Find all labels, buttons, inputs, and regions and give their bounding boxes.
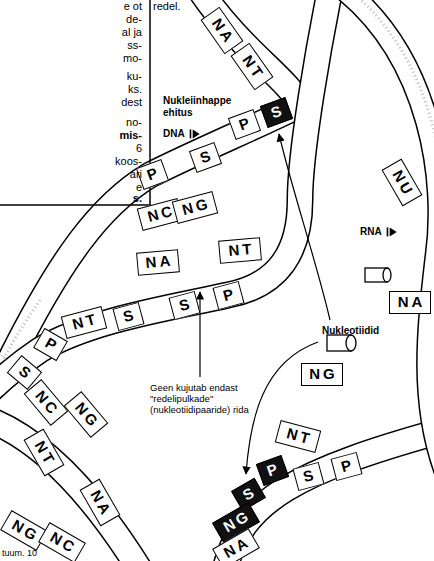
body-text-fragment: ku- <box>127 70 142 83</box>
base-letter: NC <box>28 381 66 421</box>
body-text-fragment: dest <box>121 96 142 109</box>
base-letter: P <box>333 453 359 477</box>
body-text-fragment: ks. <box>128 83 142 96</box>
body-text-fragment: mis- <box>119 129 142 142</box>
nucleotide-tile: NA <box>389 291 431 314</box>
base-letter: NG <box>303 364 341 383</box>
annotation-label: Nukleotiidid <box>322 325 379 337</box>
base-letter: S <box>295 463 321 487</box>
base-letter: NA <box>392 292 429 311</box>
nucleotide-tile: NG <box>0 510 48 551</box>
nucleotide-tile: NT <box>275 419 322 452</box>
nucleotide-tile: NU <box>382 158 423 206</box>
base-letter: NU <box>385 161 420 202</box>
pointer-symbol <box>387 227 397 236</box>
base-letter: S <box>115 303 141 327</box>
base-letter: NG <box>67 393 106 434</box>
nucleotide-tile: NG <box>64 391 109 438</box>
annotation-label: redel. <box>153 0 181 13</box>
base-letter: NG <box>174 192 215 220</box>
text-box-frame <box>0 0 151 205</box>
annotation-label: Nukleiinhappe ehitus <box>163 95 241 119</box>
annotation-label: RNA <box>360 226 382 238</box>
base-letter: NT <box>222 238 259 260</box>
base-letter: S <box>262 98 289 123</box>
base-letter: NT <box>279 421 318 448</box>
base-letter: P <box>230 110 257 135</box>
body-text-fragment: de- <box>126 13 142 26</box>
nucleotide-tile: NG <box>301 363 343 386</box>
base-letter: S <box>171 292 197 316</box>
base-letter: P <box>258 456 285 481</box>
rna-cylinders <box>327 268 391 351</box>
base-letter: NC <box>42 524 83 559</box>
body-text-fragment: e ot <box>124 0 142 13</box>
nucleotide-tile: NC <box>38 522 86 561</box>
body-text-fragment: no- <box>126 116 142 129</box>
nucleotide-tile: NG <box>172 190 219 223</box>
body-text-fragment: ari <box>130 168 142 181</box>
pointer-symbol <box>190 129 200 138</box>
body-text-fragment: koos- <box>115 155 142 168</box>
body-text-fragment: ss- <box>127 39 142 52</box>
base-letter: P <box>215 282 241 306</box>
base-letter: NT <box>28 432 62 472</box>
annotation-label: Geen kujutab endast "redelipulkade" (nuk… <box>150 382 262 416</box>
annotation-label: DNA <box>163 128 185 140</box>
annotation-label: tuum. 10 <box>2 548 37 559</box>
nucleotide-tile: NT <box>218 237 262 264</box>
base-letter: NA <box>139 250 177 272</box>
body-text-fragment: 6 <box>136 142 142 155</box>
leader-lines <box>200 134 330 474</box>
body-text-fragment: al ja <box>122 26 142 39</box>
nucleotide-tile: NA <box>136 249 180 276</box>
body-text-fragment: s. <box>133 192 142 205</box>
base-letter: NT <box>64 307 103 334</box>
body-text-fragment: mo- <box>123 52 142 65</box>
